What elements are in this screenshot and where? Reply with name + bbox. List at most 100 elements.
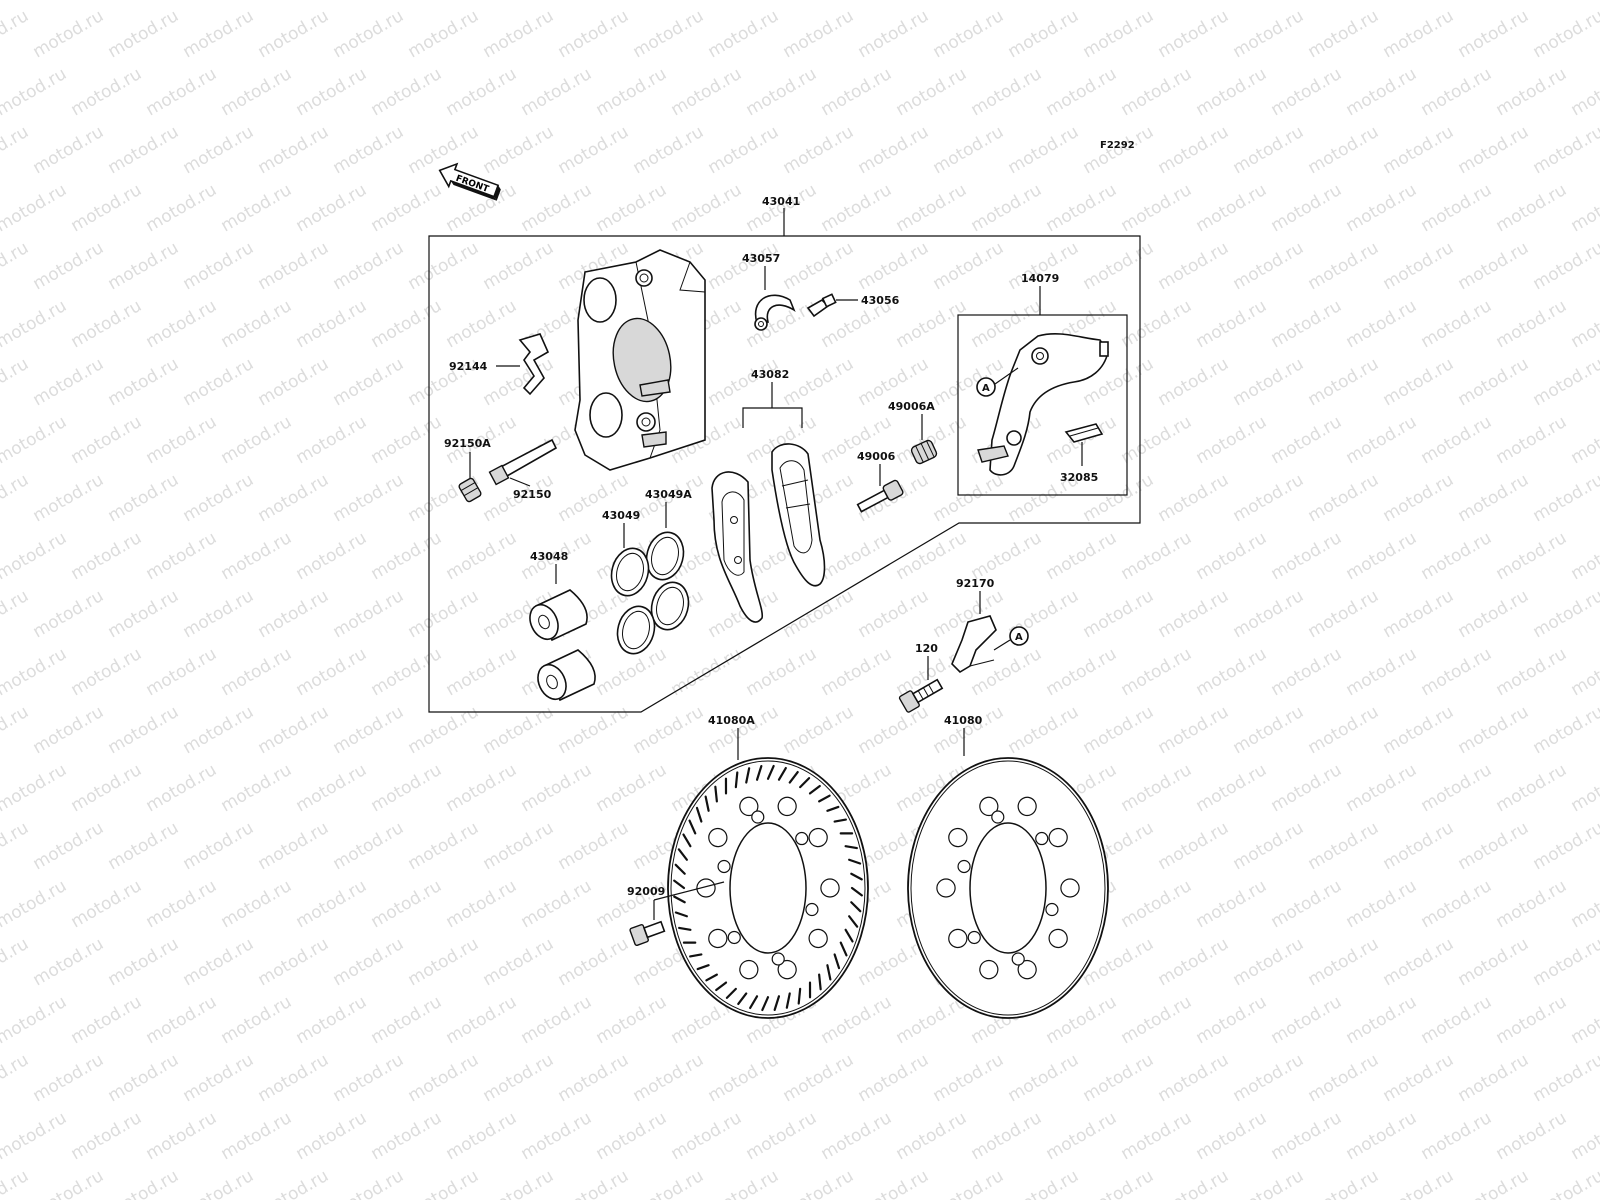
watermark-text: motod.ru	[1118, 0, 1196, 4]
marker-a-circle-2	[1009, 626, 1029, 646]
watermark-text: motod.ru	[368, 180, 446, 236]
watermark-text: motod.ru	[180, 934, 258, 990]
watermark-text: motod.ru	[0, 0, 70, 4]
watermark-text: motod.ru	[1568, 180, 1600, 236]
watermark-text: motod.ru	[1568, 412, 1600, 468]
watermark-text: motod.ru	[30, 354, 108, 410]
label-14079: 14079	[1021, 272, 1059, 285]
watermark-text: motod.ru	[1118, 528, 1196, 584]
watermark-text: motod.ru	[105, 586, 183, 642]
watermark-text: motod.ru	[1530, 122, 1600, 178]
front-arrow-icon: FRONT	[438, 162, 501, 201]
watermark-text: motod.ru	[743, 64, 821, 120]
watermark-text: motod.ru	[780, 1166, 858, 1200]
watermark-text: motod.ru	[105, 1050, 183, 1106]
watermark-text: motod.ru	[0, 180, 70, 236]
watermark-text: motod.ru	[968, 0, 1046, 4]
watermark-text: motod.ru	[930, 1050, 1008, 1106]
watermark-text: motod.ru	[593, 64, 671, 120]
watermark-text: motod.ru	[518, 1108, 596, 1164]
watermark-text: motod.ru	[1193, 296, 1271, 352]
label-120: 120	[915, 642, 938, 655]
watermark-text: motod.ru	[255, 1166, 333, 1200]
watermark-text: motod.ru	[855, 122, 933, 178]
watermark-text: motod.ru	[218, 412, 296, 468]
watermark-text: motod.ru	[218, 644, 296, 700]
watermark-text: motod.ru	[1343, 180, 1421, 236]
watermark-text: motod.ru	[1305, 586, 1383, 642]
watermark-text: motod.ru	[968, 644, 1046, 700]
watermark-text: motod.ru	[218, 528, 296, 584]
watermark-text: motod.ru	[330, 702, 408, 758]
watermark-text: motod.ru	[1493, 876, 1571, 932]
caliper-body	[574, 249, 706, 471]
label-49006: 49006	[857, 450, 896, 463]
watermark-text: motod.ru	[1230, 702, 1308, 758]
watermark-text: motod.ru	[68, 296, 146, 352]
watermark-text: motod.ru	[480, 122, 558, 178]
watermark-text: motod.ru	[705, 238, 783, 294]
watermark-text: motod.ru	[1305, 238, 1383, 294]
watermark-text: motod.ru	[30, 1166, 108, 1200]
watermark-text: motod.ru	[1268, 412, 1346, 468]
watermark-text: motod.ru	[855, 1050, 933, 1106]
watermark-text: motod.ru	[480, 238, 558, 294]
watermark-text: motod.ru	[705, 6, 783, 62]
watermark-text: motod.ru	[0, 1050, 32, 1106]
watermark-text: motod.ru	[743, 0, 821, 4]
watermark-text: motod.ru	[930, 122, 1008, 178]
watermark-text: motod.ru	[1568, 644, 1600, 700]
watermark-text: motod.ru	[218, 992, 296, 1048]
watermark-text: motod.ru	[705, 1166, 783, 1200]
watermark-text: motod.ru	[555, 122, 633, 178]
watermark-text: motod.ru	[705, 1050, 783, 1106]
watermark-text: motod.ru	[255, 238, 333, 294]
watermark-text: motod.ru	[1418, 644, 1496, 700]
watermark-text: motod.ru	[1455, 6, 1533, 62]
watermark-text: motod.ru	[1343, 296, 1421, 352]
watermark-text: motod.ru	[855, 586, 933, 642]
watermark-text: motod.ru	[1193, 644, 1271, 700]
watermark-text: motod.ru	[1305, 6, 1383, 62]
watermark-text: motod.ru	[1005, 1166, 1083, 1200]
watermark-text: motod.ru	[405, 6, 483, 62]
watermark-text: motod.ru	[1193, 992, 1271, 1048]
watermark-text: motod.ru	[1268, 64, 1346, 120]
watermark-text: motod.ru	[368, 528, 446, 584]
watermark-text: motod.ru	[1493, 296, 1571, 352]
watermark-text: motod.ru	[218, 180, 296, 236]
watermark-text: motod.ru	[0, 992, 70, 1048]
watermark-text: motod.ru	[1268, 180, 1346, 236]
watermark-text: motod.ru	[1230, 122, 1308, 178]
watermark-text: motod.ru	[743, 180, 821, 236]
slide-pin	[856, 479, 904, 513]
watermark-text: motod.ru	[1493, 64, 1571, 120]
watermark-text: motod.ru	[968, 180, 1046, 236]
watermark-text: motod.ru	[1380, 6, 1458, 62]
watermark-text: motod.ru	[405, 238, 483, 294]
watermark-text: motod.ru	[593, 180, 671, 236]
watermark-text: motod.ru	[1418, 64, 1496, 120]
watermark-text: motod.ru	[143, 180, 221, 236]
watermark-text: motod.ru	[68, 644, 146, 700]
watermark-text: motod.ru	[405, 1166, 483, 1200]
watermark-text: motod.ru	[68, 876, 146, 932]
watermark-text: motod.ru	[1493, 528, 1571, 584]
watermark-text: motod.ru	[368, 760, 446, 816]
watermark-text: motod.ru	[705, 122, 783, 178]
watermark-text: motod.ru	[0, 586, 32, 642]
watermark-text: motod.ru	[1343, 992, 1421, 1048]
watermark-text: motod.ru	[30, 586, 108, 642]
watermark-text: motod.ru	[1155, 354, 1233, 410]
watermark-text: motod.ru	[1380, 818, 1458, 874]
watermark-text: motod.ru	[1118, 760, 1196, 816]
watermark-text: motod.ru	[1380, 1166, 1458, 1200]
watermark-text: motod.ru	[1455, 818, 1533, 874]
label-92150: 92150	[513, 488, 552, 501]
watermark-text: motod.ru	[1530, 702, 1600, 758]
watermark-text: motod.ru	[818, 992, 896, 1048]
watermark-text: motod.ru	[630, 122, 708, 178]
watermark-text: motod.ru	[0, 296, 70, 352]
watermark-text: motod.ru	[893, 180, 971, 236]
watermark-text: motod.ru	[1493, 412, 1571, 468]
